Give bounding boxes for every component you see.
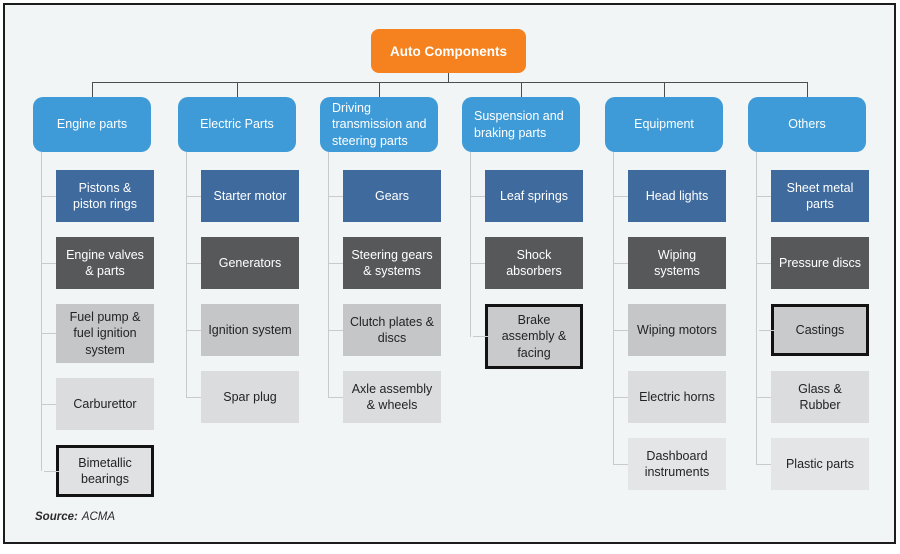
node-label: Wiping systems — [654, 247, 700, 278]
node-label: Ignition system — [208, 322, 292, 337]
branch-children: Sheet metal parts Pressure discs Casting… — [756, 152, 869, 490]
node-label: Axle assembly & wheels — [351, 381, 433, 412]
column-driving-transmission-steering: Driving transmission and steering parts … — [320, 97, 441, 423]
node-label: Engine valves & parts — [66, 247, 144, 278]
column-connector-line — [756, 152, 757, 464]
column-others: Others Sheet metal parts Pressure discs … — [748, 97, 869, 490]
node-bimetallic-bearings-highlighted: Bimetallic bearings — [44, 444, 154, 497]
node-label: Starter motor — [213, 188, 287, 203]
branch-drop-line — [807, 83, 808, 97]
node-engine-valves-parts: Engine valves & parts — [41, 237, 154, 289]
column-electric-parts: Electric Parts Starter motor Generators … — [178, 97, 299, 423]
branch-header-electric-parts: Electric Parts — [178, 97, 296, 152]
branch-drop-line — [521, 83, 522, 97]
branch-label: Equipment — [634, 117, 694, 132]
node-label: Glass & Rubber — [798, 381, 842, 412]
node-pistons-piston-rings: Pistons & piston rings — [41, 170, 154, 222]
node-brake-assembly-facing-highlighted: Brake assembly & facing — [473, 304, 583, 369]
node-label: Plastic parts — [785, 456, 855, 471]
node-electric-horns: Electric horns — [613, 371, 726, 423]
node-clutch-plates-discs: Clutch plates & discs — [328, 304, 441, 356]
branch-children: Gears Steering gears & systems Clutch pl… — [328, 152, 441, 423]
branch-header-others: Others — [748, 97, 866, 152]
column-suspension-braking: Suspension and braking parts Leaf spring… — [462, 97, 583, 369]
branch-drop-line — [379, 83, 380, 97]
node-generators: Generators — [186, 237, 299, 289]
column-connector-line — [186, 152, 187, 397]
branch-children: Starter motor Generators Ignition system… — [186, 152, 299, 423]
node-label: Carburettor — [73, 396, 137, 411]
branch-label: Electric Parts — [200, 117, 274, 132]
node-steering-gears-systems: Steering gears & systems — [328, 237, 441, 289]
node-shock-absorbers: Shock absorbers — [470, 237, 583, 289]
node-axle-assembly-wheels: Axle assembly & wheels — [328, 371, 441, 423]
node-label: Leaf springs — [499, 188, 569, 203]
node-label: Pistons & piston rings — [73, 180, 137, 211]
node-label: Pressure discs — [779, 255, 861, 270]
node-label: Electric horns — [639, 389, 715, 404]
branch-children: Head lights Wiping systems Wiping motors… — [613, 152, 726, 490]
branch-drop-line — [664, 83, 665, 97]
node-label: Generators — [218, 255, 282, 270]
node-label: Fuel pump & fuel ignition system — [69, 310, 141, 357]
node-label: Sheet metal parts — [786, 180, 854, 211]
node-castings-highlighted: Castings — [759, 304, 869, 356]
source-note: Source:ACMA — [35, 511, 115, 523]
node-head-lights: Head lights — [613, 170, 726, 222]
node-starter-motor: Starter motor — [186, 170, 299, 222]
node-wiping-systems: Wiping systems — [613, 237, 726, 289]
branch-label: Driving transmission and steering parts — [332, 101, 427, 148]
root-node: Auto Components — [371, 29, 526, 73]
node-label: Steering gears & systems — [351, 247, 433, 278]
node-fuel-pump-ignition-system: Fuel pump & fuel ignition system — [41, 304, 154, 363]
column-connector-line — [613, 152, 614, 464]
column-connector-line — [328, 152, 329, 397]
node-label: Gears — [374, 188, 410, 203]
branch-header-driving-transmission: Driving transmission and steering parts — [320, 97, 438, 152]
node-label: Spar plug — [223, 389, 277, 404]
root-node-label: Auto Components — [390, 43, 507, 59]
node-label: Clutch plates & discs — [349, 314, 435, 345]
branch-drop-line — [92, 83, 93, 97]
node-label: Brake assembly & facing — [501, 313, 567, 360]
column-connector-line — [470, 152, 471, 337]
node-label: Dashboard instruments — [644, 448, 710, 479]
branch-drop-line — [237, 83, 238, 97]
branch-header-equipment: Equipment — [605, 97, 723, 152]
source-value: ACMA — [81, 511, 116, 523]
source-label: Source: — [35, 511, 78, 523]
column-connector-line — [41, 152, 42, 471]
root-connector-stem — [448, 73, 449, 82]
branch-header-engine-parts: Engine parts — [33, 97, 151, 152]
column-equipment: Equipment Head lights Wiping systems Wip… — [605, 97, 726, 490]
branch-label: Engine parts — [56, 117, 128, 132]
node-dashboard-instruments: Dashboard instruments — [613, 438, 726, 490]
column-engine-parts: Engine parts Pistons & piston rings Engi… — [33, 97, 154, 497]
node-label: Castings — [795, 322, 845, 337]
branch-children: Pistons & piston rings Engine valves & p… — [41, 152, 154, 497]
node-spar-plug: Spar plug — [186, 371, 299, 423]
node-leaf-springs: Leaf springs — [470, 170, 583, 222]
branch-header-suspension-braking: Suspension and braking parts — [462, 97, 580, 152]
node-label: Head lights — [645, 188, 709, 203]
node-pressure-discs: Pressure discs — [756, 237, 869, 289]
branch-label: Others — [788, 117, 826, 132]
node-carburettor: Carburettor — [41, 377, 154, 430]
branch-label: Suspension and braking parts — [474, 109, 564, 140]
branch-children: Leaf springs Shock absorbers Brake assem… — [470, 152, 583, 369]
node-glass-rubber: Glass & Rubber — [756, 371, 869, 423]
node-label: Shock absorbers — [506, 247, 562, 278]
node-wiping-motors: Wiping motors — [613, 304, 726, 356]
node-sheet-metal-parts: Sheet metal parts — [756, 170, 869, 222]
node-plastic-parts: Plastic parts — [756, 438, 869, 490]
node-gears: Gears — [328, 170, 441, 222]
node-label: Bimetallic bearings — [78, 455, 132, 486]
node-ignition-system: Ignition system — [186, 304, 299, 356]
node-label: Wiping motors — [637, 322, 717, 337]
root-connector-bar — [92, 82, 808, 83]
